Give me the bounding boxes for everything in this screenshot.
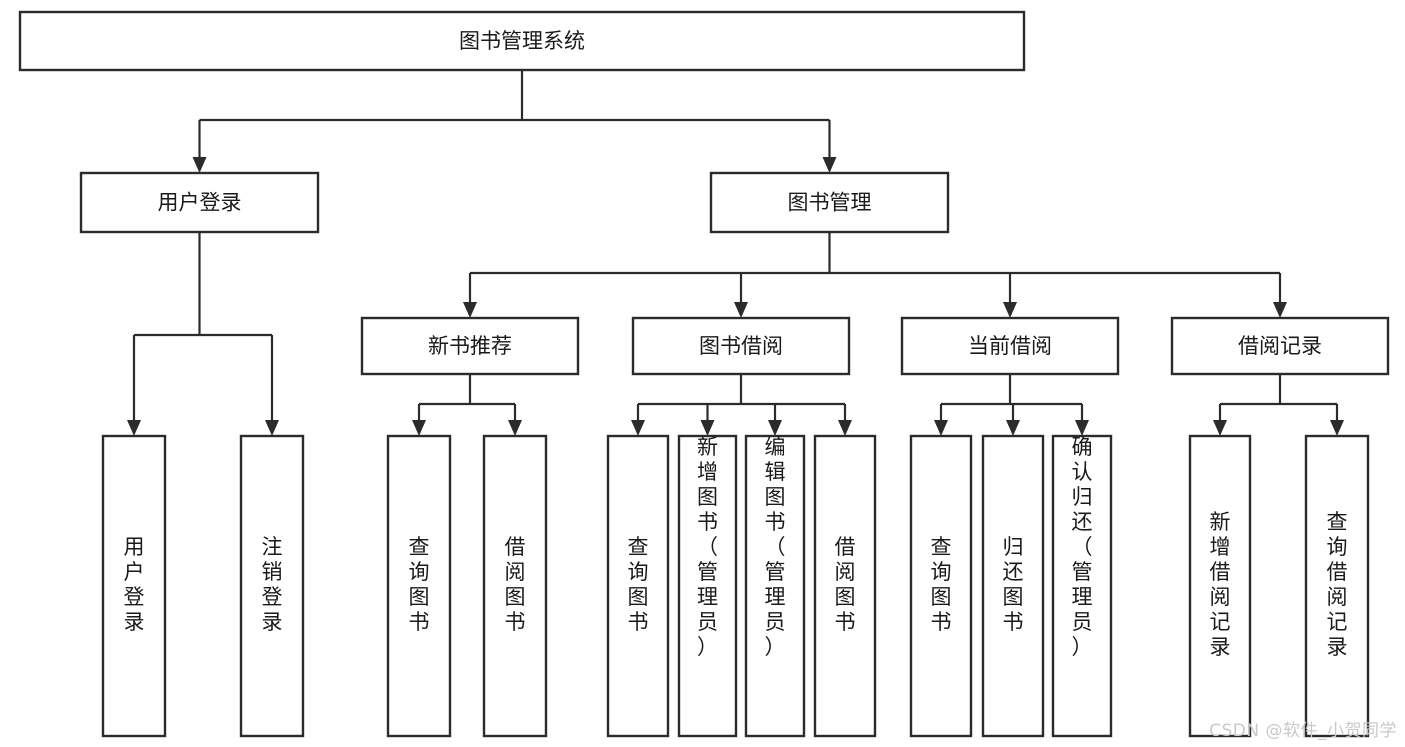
node-box xyxy=(1170,316,1390,376)
level3-node-2[interactable]: 图书借阅 xyxy=(631,316,851,376)
node-box xyxy=(744,434,806,738)
leaf-node-3[interactable]: 查询图书 xyxy=(386,434,452,738)
node-label: 用户登录 xyxy=(158,191,242,215)
level2-node-1[interactable]: 用户登录 xyxy=(79,171,320,234)
node-box xyxy=(101,434,167,738)
arrow-head-icon xyxy=(1003,302,1017,318)
level3-node-1[interactable]: 新书推荐 xyxy=(360,316,580,376)
arrow-head-icon xyxy=(508,420,522,436)
node-box xyxy=(1304,434,1370,738)
leaf-node-12[interactable]: 新增借阅记录 xyxy=(1188,434,1252,738)
node-label: 查询图书 xyxy=(628,535,649,634)
level3-node-3[interactable]: 当前借阅 xyxy=(900,316,1120,376)
arrow-head-icon xyxy=(192,157,207,173)
arrow-head-icon xyxy=(463,302,477,318)
node-box xyxy=(631,316,851,376)
arrow-head-icon xyxy=(838,420,852,436)
node-label: 归还图书 xyxy=(1003,535,1024,634)
node-label: 借阅记录 xyxy=(1238,334,1322,358)
node-label: 新增借阅记录 xyxy=(1210,510,1231,659)
node-box xyxy=(360,316,580,376)
node-box xyxy=(909,434,973,738)
arrow-head-icon xyxy=(1330,420,1344,436)
node-label: 图书借阅 xyxy=(699,334,783,358)
node-box xyxy=(482,434,548,738)
connector-layer xyxy=(127,70,1344,436)
arrow-head-icon xyxy=(631,420,645,436)
node-box xyxy=(677,434,738,738)
arrow-head-icon xyxy=(412,420,426,436)
arrow-head-icon xyxy=(265,420,279,436)
leaf-node-5[interactable]: 查询图书 xyxy=(606,434,670,738)
node-box xyxy=(239,434,305,738)
node-box xyxy=(386,434,452,738)
node-label: 借阅图书 xyxy=(505,535,526,634)
node-label: 图书管理系统 xyxy=(459,29,585,53)
level2-node-2[interactable]: 图书管理 xyxy=(709,171,950,234)
node-box xyxy=(79,171,320,234)
node-box xyxy=(900,316,1120,376)
leaf-node-10[interactable]: 归还图书 xyxy=(981,434,1045,738)
arrow-head-icon xyxy=(1006,420,1020,436)
node-layer: 图书管理系统用户登录图书管理新书推荐图书借阅当前借阅借阅记录用户登录注销登录查询… xyxy=(18,10,1390,738)
node-box xyxy=(709,171,950,234)
node-label: 新书推荐 xyxy=(428,334,512,358)
node-label: 查询图书 xyxy=(931,535,952,634)
node-label: 查询图书 xyxy=(409,535,430,634)
arrow-head-icon xyxy=(1213,420,1227,436)
arrow-head-icon xyxy=(734,302,748,318)
arrow-head-icon xyxy=(822,157,837,173)
arrow-head-icon xyxy=(768,420,782,436)
node-label: 当前借阅 xyxy=(968,334,1052,358)
leaf-node-11[interactable]: 确认归还（管理员） xyxy=(1051,434,1113,738)
level3-node-4[interactable]: 借阅记录 xyxy=(1170,316,1390,376)
arrow-head-icon xyxy=(934,420,948,436)
node-label: 注销登录 xyxy=(262,535,283,634)
watermark-text: CSDN @软件_小贺同学 xyxy=(1209,721,1397,741)
leaf-node-8[interactable]: 借阅图书 xyxy=(813,434,877,738)
node-box xyxy=(981,434,1045,738)
node-box xyxy=(1051,434,1113,738)
node-label: 编辑图书（管理员） xyxy=(765,435,786,659)
arrow-head-icon xyxy=(1075,420,1089,436)
node-label: 新增图书（管理员） xyxy=(697,435,718,659)
node-label: 借阅图书 xyxy=(835,535,856,634)
leaf-node-13[interactable]: 查询借阅记录 xyxy=(1304,434,1370,738)
node-label: 查询借阅记录 xyxy=(1327,510,1348,659)
leaf-node-6[interactable]: 新增图书（管理员） xyxy=(677,434,738,738)
node-box xyxy=(813,434,877,738)
root-node-system-title[interactable]: 图书管理系统 xyxy=(18,10,1026,72)
leaf-node-4[interactable]: 借阅图书 xyxy=(482,434,548,738)
leaf-node-1[interactable]: 用户登录 xyxy=(101,434,167,738)
arrow-head-icon xyxy=(127,420,141,436)
node-box xyxy=(1188,434,1252,738)
leaf-node-9[interactable]: 查询图书 xyxy=(909,434,973,738)
node-label: 确认归还（管理员） xyxy=(1072,435,1093,659)
leaf-node-2[interactable]: 注销登录 xyxy=(239,434,305,738)
node-label: 图书管理 xyxy=(788,191,872,215)
node-box xyxy=(18,10,1026,72)
node-box xyxy=(606,434,670,738)
node-label: 用户登录 xyxy=(124,535,145,634)
arrow-head-icon xyxy=(700,420,715,436)
arrow-head-icon xyxy=(1273,302,1287,318)
leaf-node-7[interactable]: 编辑图书（管理员） xyxy=(744,434,806,738)
